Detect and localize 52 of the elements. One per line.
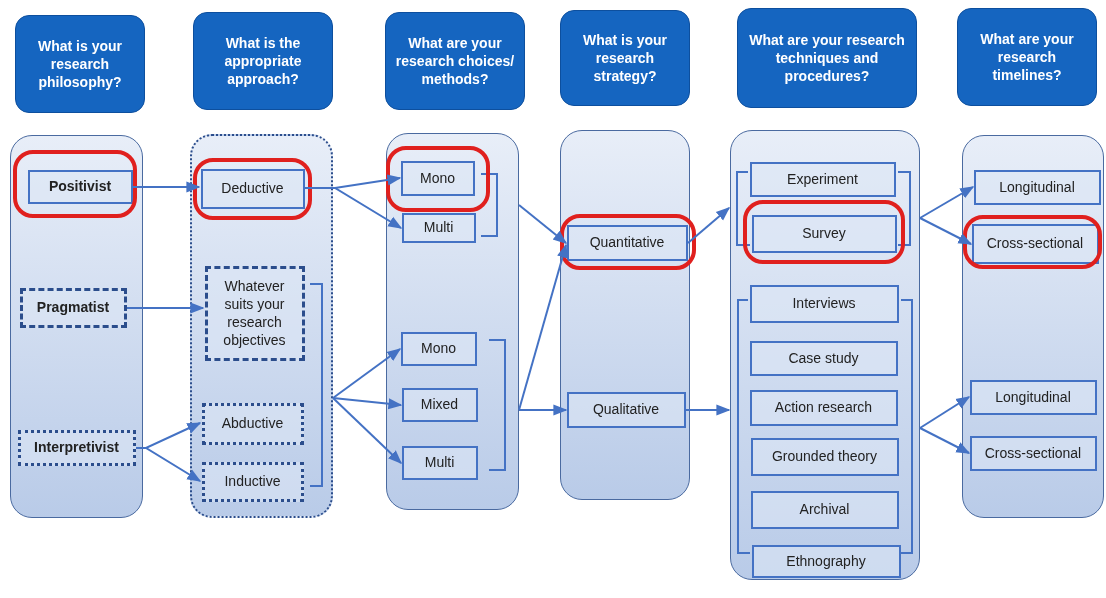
process-box: Longitudinal xyxy=(969,379,1097,415)
arrow xyxy=(518,404,568,416)
process-box: Cross-sectional xyxy=(969,435,1097,471)
column-panel xyxy=(730,130,920,580)
process-box: Mixed xyxy=(401,387,478,422)
arrow xyxy=(919,396,971,429)
arrow xyxy=(518,243,568,411)
process-box: Positivist xyxy=(27,169,133,204)
column-panel xyxy=(10,135,143,518)
process-box: Longitudinal xyxy=(973,169,1101,205)
question-box: What is your research strategy? xyxy=(560,10,690,106)
process-box: Multi xyxy=(401,445,478,480)
process-box: Archival xyxy=(750,490,899,529)
arrow xyxy=(919,217,973,245)
arrow xyxy=(332,348,402,399)
arrow xyxy=(685,404,731,416)
question-box: What is your research philosophy? xyxy=(15,15,145,113)
process-box: Quantitative xyxy=(566,224,688,261)
question-box: What are your research techniques and procedures? xyxy=(737,8,917,108)
question-box: What is the appropriate approach? xyxy=(193,12,333,110)
process-box: Whatever suits your research objectives xyxy=(204,265,305,361)
process-box: Deductive xyxy=(200,168,305,209)
arrow xyxy=(687,207,731,244)
process-box: Mono xyxy=(400,331,477,366)
process-box: Survey xyxy=(751,214,897,253)
column-panel xyxy=(386,133,519,510)
process-box: Mono xyxy=(400,160,475,196)
arrow xyxy=(332,397,403,410)
arrow xyxy=(919,186,975,219)
column-panel xyxy=(190,134,333,518)
arrow xyxy=(132,181,201,193)
process-box: Case study xyxy=(749,340,898,376)
process-box: Qualitative xyxy=(566,391,686,428)
arrow xyxy=(919,427,971,454)
question-box: What are your research choices/ methods? xyxy=(385,12,525,110)
process-box: Interpretivist xyxy=(17,429,136,466)
process-box: Abductive xyxy=(201,402,304,445)
column-panel xyxy=(962,135,1104,518)
process-box: Experiment xyxy=(749,161,896,197)
process-box: Ethnography xyxy=(751,544,901,578)
process-box: Cross-sectional xyxy=(971,223,1099,264)
process-box: Action research xyxy=(749,389,898,426)
process-box: Grounded theory xyxy=(750,437,899,476)
process-box: Multi xyxy=(401,212,476,243)
arrow xyxy=(332,397,402,464)
arrow xyxy=(126,302,205,314)
arrow xyxy=(518,204,568,244)
column-panel xyxy=(560,130,690,500)
process-box: Inductive xyxy=(201,461,304,502)
process-box: Pragmatist xyxy=(19,287,127,328)
question-box: What are your research timelines? xyxy=(957,8,1097,106)
process-box: Interviews xyxy=(749,284,899,323)
